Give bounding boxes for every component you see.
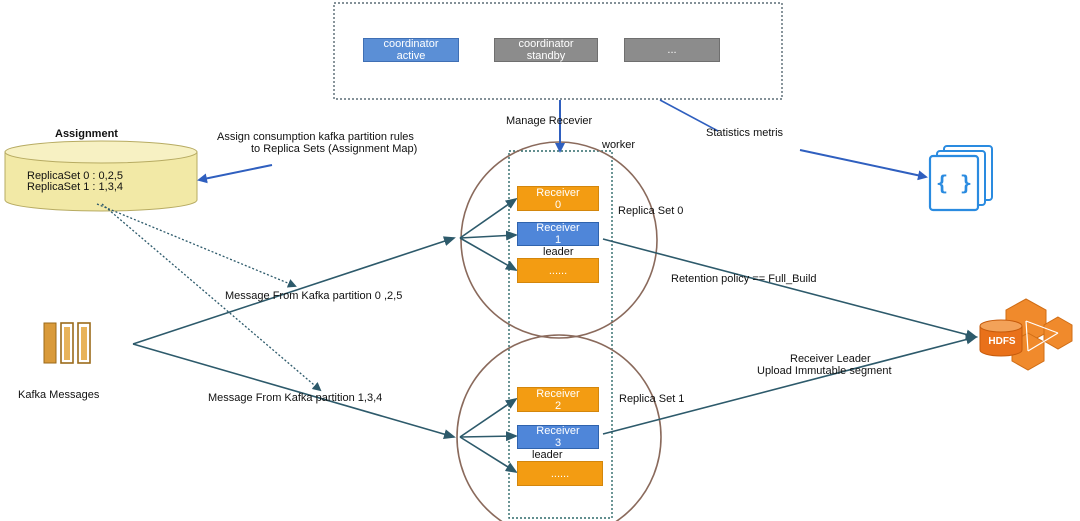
kafka-queue-icon [43, 322, 91, 364]
worker-container [508, 150, 613, 519]
receiver1-to-hdfs-arrow [602, 238, 978, 340]
coordinator-active-box: coordinator active [363, 38, 459, 62]
receiver-1-line1: Receiver [536, 222, 580, 234]
assignment-to-partition0-arrow [96, 203, 297, 288]
statistics-arrow-head [799, 149, 928, 181]
message-partition-1-label: Message From Kafka partition 1,3,4 [208, 392, 383, 404]
receiver-more-1-line1: ...... [550, 467, 570, 480]
retention-policy-label: Retention policy == Full_Build [671, 273, 817, 285]
replica-set-1-leader-label: leader [532, 449, 563, 461]
rs0-to-receiver1-arrow [459, 230, 518, 241]
receiver-2-box: Receiver 2 [517, 387, 599, 412]
replica-set-1-label: Replica Set 1 [619, 393, 685, 405]
coordinator-standby-line2: standby [526, 50, 566, 62]
replica-set-0-label: Replica Set 0 [618, 205, 684, 217]
statistics-label: Statistics metris [706, 127, 784, 139]
receiver-3-line1: Receiver [536, 425, 580, 437]
kafka-to-rs1-line [132, 343, 456, 440]
statistics-arrow [659, 99, 719, 132]
receiver-2-line1: Receiver [536, 387, 580, 400]
kafka-messages-label: Kafka Messages [18, 389, 100, 401]
receiver-0-box: Receiver 0 [517, 186, 599, 211]
receiver-1-box: Receiver 1 [517, 222, 599, 246]
database-cylinder-icon [4, 140, 198, 212]
receiver-leader-label-line2: Upload Immutable segment [757, 365, 892, 377]
assign-rules-label-line2: to Replica Sets (Assignment Map) [251, 143, 418, 155]
assign-rules-arrow [197, 164, 273, 184]
receiver3-to-hdfs-arrow [602, 334, 978, 435]
rs1-to-receiver2-arrow [459, 397, 518, 438]
kafka-to-rs0-line [132, 236, 456, 345]
coordinator-standby-line1: coordinator [518, 38, 574, 50]
assign-rules-label-line1: Assign consumption kafka partition rules [217, 131, 414, 143]
manage-receiver-label: Manage Recevier [506, 115, 593, 127]
receiver-0-line2: 0 [554, 198, 562, 211]
receiver-more-0-box: ...... [517, 258, 599, 283]
receiver-leader-label-line1: Receiver Leader [790, 353, 871, 365]
coordinator-standby-box: coordinator standby [494, 38, 598, 62]
receiver-1-line2: 1 [554, 234, 562, 246]
coordinator-more-line1: ... [667, 44, 677, 56]
receiver-more-1-box: ...... [517, 461, 603, 486]
svg-text:{ }: { } [936, 171, 972, 195]
rs0-to-receiver0-arrow [459, 197, 518, 239]
worker-label: worker [602, 139, 636, 151]
coordinator-active-line1: coordinator [383, 38, 439, 50]
receiver-3-line2: 3 [554, 437, 562, 449]
assignment-title: Assignment [55, 128, 118, 140]
receiver-3-box: Receiver 3 [517, 425, 599, 449]
message-partition-0-label: Message From Kafka partition 0 ,2,5 [225, 290, 403, 302]
hdfs-label: HDFS [988, 336, 1016, 347]
receiver-2-line2: 2 [554, 399, 562, 412]
hdfs-icon: HDFS [979, 298, 1073, 371]
json-document-icon: { } [928, 145, 993, 212]
replicaset-0-assignment: ReplicaSet 0 : 0,2,5 [27, 170, 124, 182]
replicaset-1-assignment: ReplicaSet 1 : 1,3,4 [27, 181, 124, 193]
coordinator-container [333, 2, 783, 100]
rs0-to-receiver-more-arrow [459, 237, 518, 271]
coordinator-more-box: ... [624, 38, 720, 62]
receiver-more-0-line1: ...... [548, 264, 568, 277]
rs1-to-receiver-more-arrow [459, 436, 518, 474]
rs1-to-receiver3-arrow [459, 431, 518, 442]
receiver-0-line1: Receiver [536, 186, 580, 199]
replica-set-0-leader-label: leader [543, 246, 574, 258]
coordinator-active-line2: active [396, 50, 426, 62]
replica-set-1-circle [456, 334, 662, 521]
